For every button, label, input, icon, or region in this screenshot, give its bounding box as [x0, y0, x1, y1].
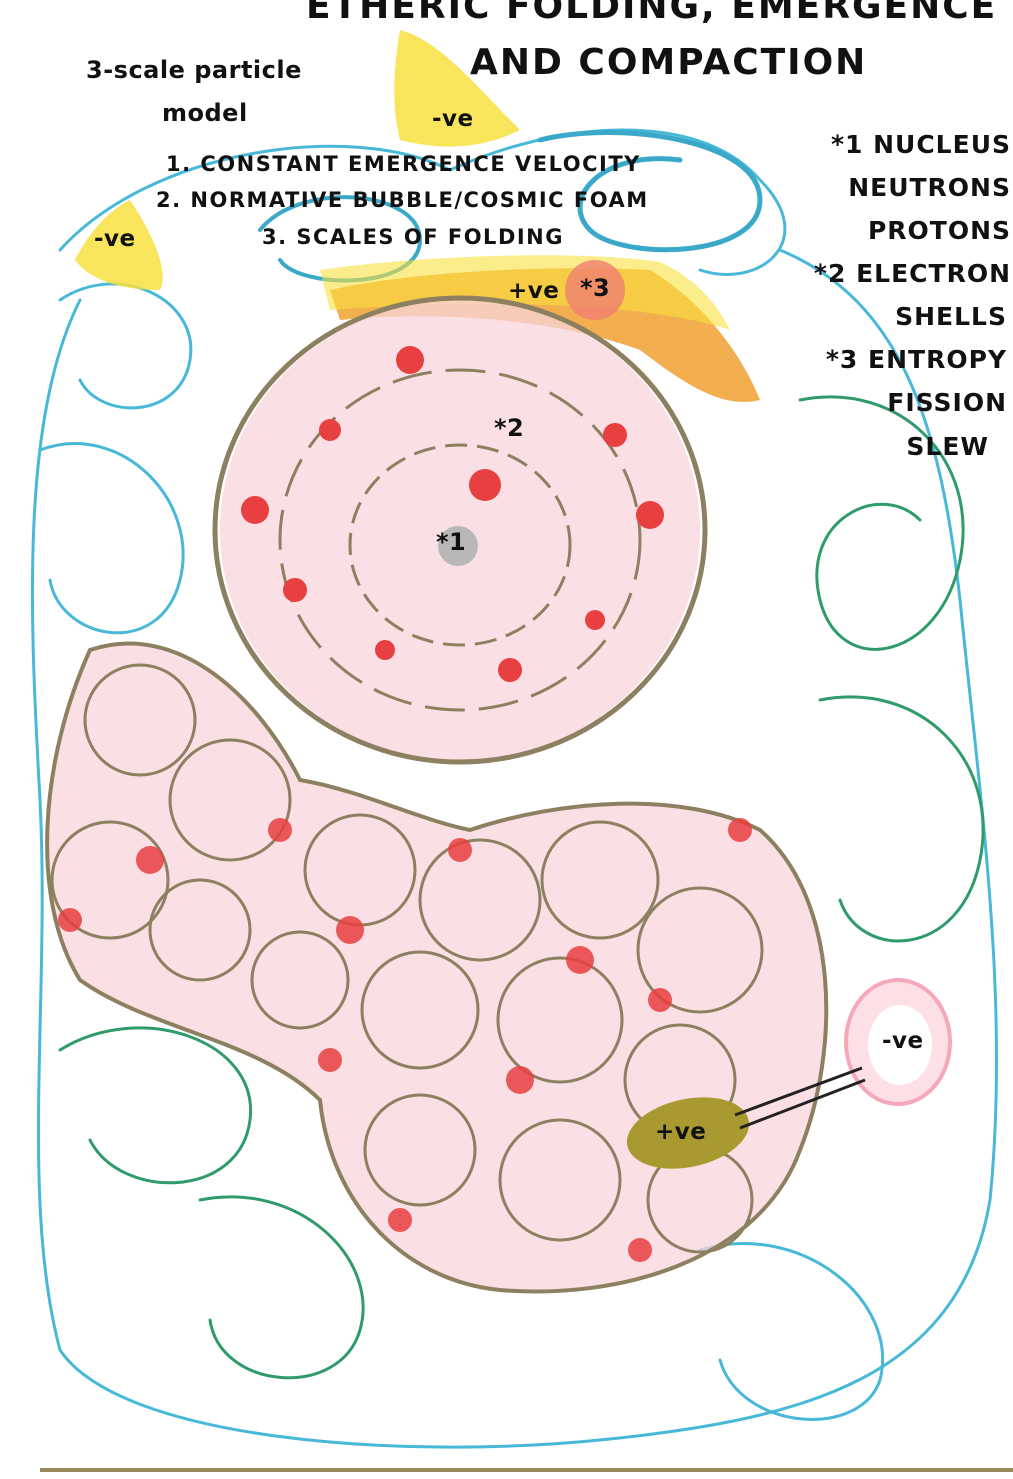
- red-node: [566, 946, 594, 974]
- neg-charge-label-top: -ve: [432, 106, 474, 132]
- ether-loop: [200, 1197, 363, 1378]
- pos-charge-label-bottom: +ve: [655, 1119, 706, 1145]
- red-node: [506, 1066, 534, 1094]
- legend-electron: *2 ELECTRON: [814, 259, 1011, 288]
- red-node: [628, 1238, 652, 1262]
- neg-charge-label-right: -ve: [882, 1028, 924, 1054]
- ether-loop: [820, 697, 983, 941]
- red-node: [268, 818, 292, 842]
- bottom-edge: [40, 1468, 1013, 1472]
- principle-3: 3. SCALES OF FOLDING: [262, 225, 564, 249]
- red-node: [283, 578, 307, 602]
- legend-shells: SHELLS: [895, 302, 1007, 331]
- red-node: [648, 988, 672, 1012]
- red-node: [728, 818, 752, 842]
- marker-nucleus: *1: [436, 528, 466, 556]
- red-node: [498, 658, 522, 682]
- legend-entropy: *3 ENTROPY: [826, 345, 1007, 374]
- legend-protons: PROTONS: [868, 216, 1011, 245]
- red-node: [58, 908, 82, 932]
- red-node: [319, 419, 341, 441]
- red-node: [388, 1208, 412, 1232]
- principle-1: 1. CONSTANT EMERGENCE VELOCITY: [166, 152, 641, 176]
- red-node: [318, 1048, 342, 1072]
- red-node: [603, 423, 627, 447]
- legend-fission: FISSION: [887, 388, 1007, 417]
- red-node: [636, 501, 664, 529]
- red-node: [585, 610, 605, 630]
- marker-entropy: *3: [580, 274, 610, 302]
- pos-charge-label-top: +ve: [508, 278, 559, 304]
- model-label-line-2: model: [162, 99, 248, 127]
- legend-slew: SLEW: [906, 432, 989, 461]
- ether-loop: [40, 444, 183, 633]
- marker-electron-shells: *2: [494, 414, 524, 442]
- red-node: [375, 640, 395, 660]
- red-node: [241, 496, 269, 524]
- title-line-1: ETHERIC FOLDING, EMERGENCE: [306, 0, 997, 27]
- legend-neutrons: NEUTRONS: [848, 173, 1011, 202]
- legend-nucleus: *1 NUCLEUS: [831, 130, 1011, 159]
- red-node: [469, 469, 501, 501]
- red-node: [396, 346, 424, 374]
- red-node: [336, 916, 364, 944]
- ether-loop: [700, 1244, 883, 1420]
- ether-loop: [60, 1028, 251, 1183]
- model-label-line-1: 3-scale particle: [86, 56, 302, 84]
- red-node: [136, 846, 164, 874]
- title-line-2: AND COMPACTION: [470, 42, 867, 83]
- principle-2: 2. NORMATIVE BUBBLE/COSMIC FOAM: [156, 188, 649, 212]
- neg-charge-label-left: -ve: [94, 226, 136, 252]
- red-node: [448, 838, 472, 862]
